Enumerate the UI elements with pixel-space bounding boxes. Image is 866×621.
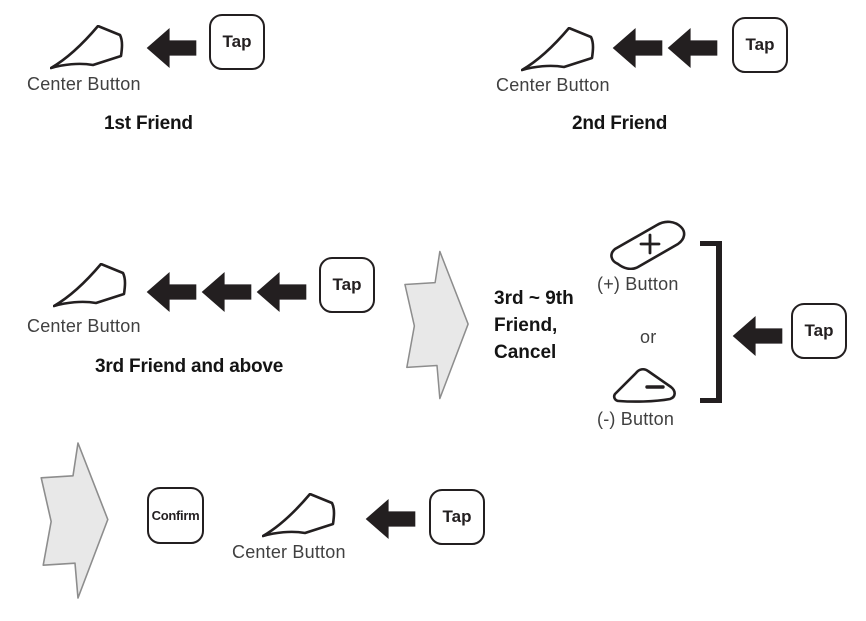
first-friend-title: 1st Friend (104, 113, 193, 134)
center-button-icon (262, 493, 342, 538)
center-button-label: Center Button (496, 75, 610, 95)
center-button-label: Center Button (27, 316, 141, 336)
second-friend-title: 2nd Friend (572, 113, 668, 134)
selection-text: 3rd ~ 9th Friend, Cancel (494, 285, 574, 366)
selection-line-1: 3rd ~ 9th (494, 288, 574, 309)
left-arrow-icon (146, 27, 197, 69)
right-flow-arrow-icon (404, 247, 470, 403)
tap-label: Tap (745, 35, 775, 54)
left-arrow-icon (667, 27, 718, 69)
left-arrow-icon (612, 27, 663, 69)
confirm-label: Confirm (151, 508, 200, 523)
center-button-label: Center Button (27, 74, 141, 94)
selection-line-2: Friend, (494, 315, 558, 336)
left-arrow-icon (201, 271, 252, 313)
selection-line-3: Cancel (494, 342, 557, 363)
center-button-icon (50, 25, 130, 70)
tap-label: Tap (332, 275, 362, 294)
or-label: or (640, 327, 657, 347)
tap-button: Tap (791, 303, 847, 359)
left-arrow-icon (146, 271, 197, 313)
center-button-icon (53, 263, 133, 308)
tap-button: Tap (209, 14, 265, 70)
left-arrow-icon (732, 315, 783, 357)
right-flow-arrow-icon (39, 442, 111, 599)
tap-button: Tap (732, 17, 788, 73)
plus-button-icon (608, 220, 688, 270)
tap-button: Tap (319, 257, 375, 313)
grouping-bracket (700, 241, 722, 403)
center-button-icon (521, 27, 601, 72)
tap-label: Tap (222, 32, 252, 51)
center-button-label: Center Button (232, 542, 346, 562)
tap-label: Tap (442, 507, 472, 526)
left-arrow-icon (365, 498, 416, 540)
tap-label: Tap (804, 321, 834, 340)
tap-button: Tap (429, 489, 485, 545)
plus-button-label: (+) Button (597, 274, 679, 294)
minus-button-icon (612, 366, 682, 406)
confirm-button: Confirm (147, 487, 204, 544)
minus-button-label: (-) Button (597, 409, 675, 429)
third-friend-title: 3rd Friend and above (95, 356, 284, 377)
left-arrow-icon (256, 271, 307, 313)
